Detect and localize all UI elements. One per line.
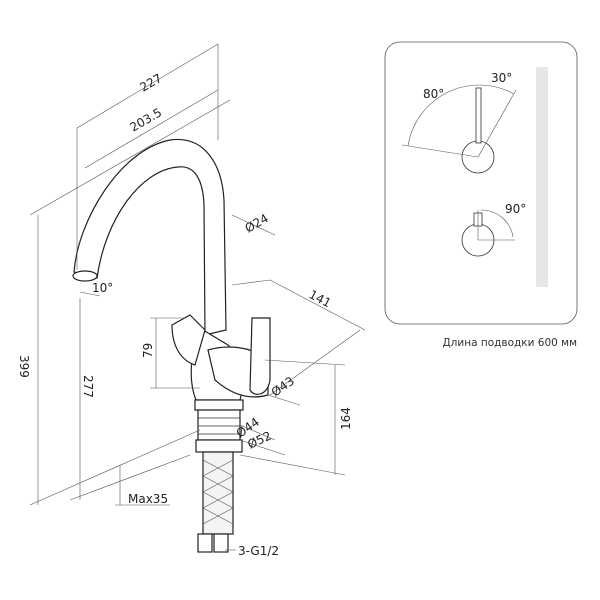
lever-angle-right: 30° bbox=[491, 71, 512, 85]
dim-203-5: 203.5 bbox=[128, 105, 165, 134]
faucet-illustration bbox=[72, 138, 271, 553]
lever-angle-left: 80° bbox=[423, 87, 444, 101]
hose-length-caption: Длина подводки 600 мм bbox=[442, 337, 577, 349]
dim-spout-angle: 10° bbox=[92, 281, 113, 295]
dim-spout-diameter: Ø24 bbox=[243, 211, 271, 235]
rotation-panel: 80° 30° 90° Длина подводки 600 мм bbox=[384, 41, 578, 349]
dim-399: 399 bbox=[17, 355, 31, 378]
dim-277: 277 bbox=[81, 375, 95, 398]
filter-handle-angle: 90° bbox=[505, 202, 526, 216]
dim-max35: Max35 bbox=[128, 492, 168, 506]
dim-79: 79 bbox=[141, 343, 155, 358]
dim-141: 141 bbox=[307, 287, 334, 310]
hose-bar bbox=[536, 67, 548, 287]
dimension-lines bbox=[29, 43, 366, 551]
lever-rotation-diagram: 80° 30° bbox=[401, 71, 517, 174]
dim-body-diameter: Ø43 bbox=[269, 374, 297, 400]
dim-227: 227 bbox=[138, 71, 165, 95]
dim-connection: 3-G1/2 bbox=[238, 544, 279, 558]
filter-handle-rotation-diagram: 90° bbox=[461, 202, 526, 257]
dim-164: 164 bbox=[339, 407, 353, 430]
